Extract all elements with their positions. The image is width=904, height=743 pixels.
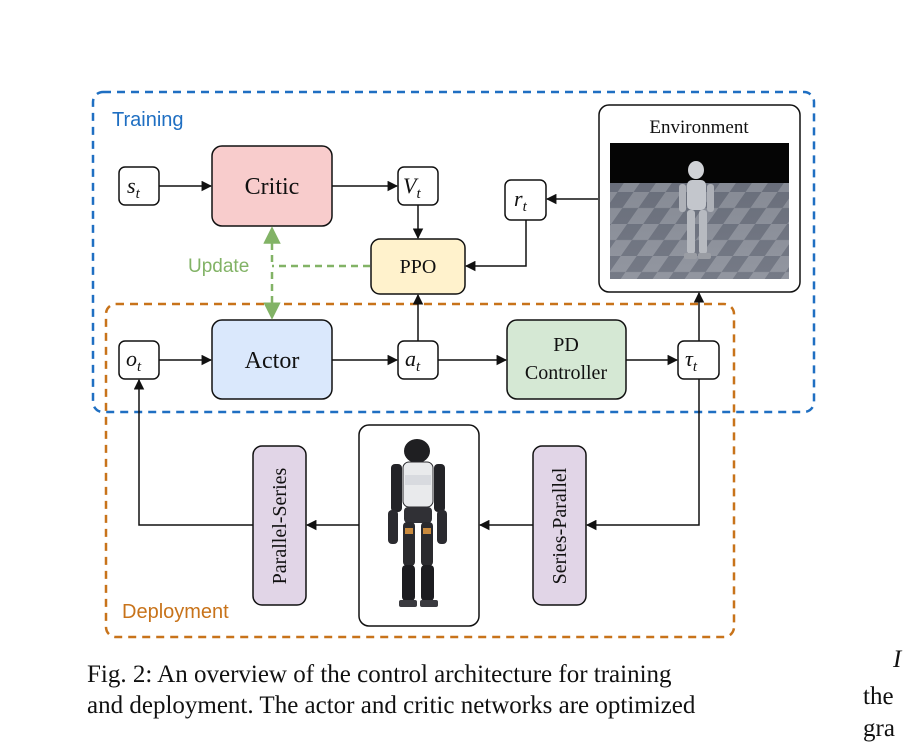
- training-label: Training: [112, 109, 184, 131]
- s-t-node: st: [118, 166, 160, 206]
- simulated-robot: [679, 161, 714, 259]
- parallel-series-label: Parallel-Series: [269, 467, 291, 584]
- simulation-image: [610, 143, 789, 279]
- deployment-label: Deployment: [122, 601, 229, 623]
- arrow-taut-to-series-parallel: [585, 379, 700, 531]
- critic-label: Critic: [245, 174, 300, 200]
- training-region: [91, 90, 816, 414]
- svg-text:rt: rt: [514, 186, 528, 215]
- figure-caption: Fig. 2: An overview of the control archi…: [87, 659, 821, 721]
- arrow-rt-to-ppo: [464, 220, 527, 272]
- update-connectors: [263, 226, 370, 320]
- svg-text:τt: τt: [685, 346, 698, 375]
- tau-t-node: τt: [677, 340, 720, 380]
- svg-text:at: at: [405, 346, 421, 375]
- ppo-label: PPO: [400, 256, 437, 278]
- control-architecture-diagram: Training Deployment Critic Actor PPO PD …: [91, 90, 816, 639]
- actor-label: Actor: [245, 348, 300, 374]
- svg-text:st: st: [127, 173, 141, 202]
- series-parallel-label: Series-Parallel: [549, 467, 571, 584]
- a-t-node: at: [397, 340, 439, 380]
- svg-text:Vt: Vt: [403, 173, 421, 202]
- caption-line-1: Fig. 2: An overview of the control archi…: [87, 661, 672, 688]
- r-t-node: rt: [504, 179, 547, 221]
- humanoid-robot-image: [388, 439, 447, 607]
- side-text-fragment-2: the: [863, 683, 894, 710]
- pd-controller-box: [506, 319, 627, 400]
- v-t-node: Vt: [397, 166, 439, 206]
- svg-text:ot: ot: [126, 346, 142, 375]
- arrow-parallel-series-to-ot: [133, 378, 253, 526]
- side-text-fragment-3: gra: [863, 715, 895, 742]
- pd-controller-label-line2: Controller: [525, 362, 608, 384]
- update-label: Update: [188, 256, 249, 277]
- o-t-node: ot: [118, 340, 160, 380]
- environment-label: Environment: [649, 117, 749, 138]
- caption-line-2: and deployment. The actor and critic net…: [87, 692, 696, 719]
- pd-controller-label-line1: PD: [553, 334, 579, 356]
- side-text-fragment-1: I: [893, 646, 902, 673]
- connectors: [133, 180, 705, 531]
